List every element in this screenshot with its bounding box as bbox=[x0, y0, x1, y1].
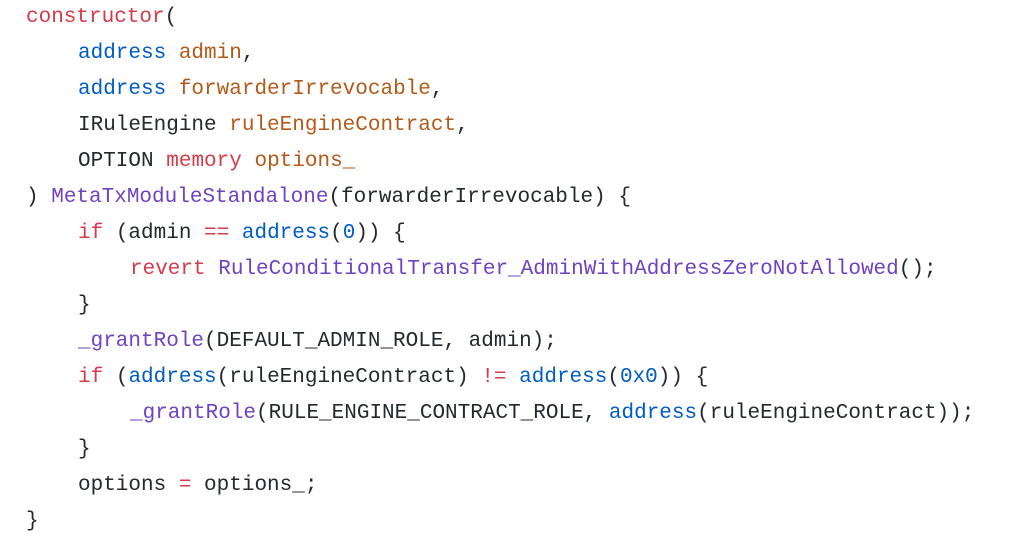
code-line: } bbox=[26, 504, 39, 540]
code-token-plain: options_; bbox=[191, 474, 318, 497]
code-token-param: admin bbox=[178, 42, 242, 65]
code-line: revert RuleConditionalTransfer_AdminWith… bbox=[130, 252, 937, 288]
code-token-plain bbox=[166, 42, 179, 65]
code-token-number: 0 bbox=[342, 222, 356, 245]
code-line: ) MetaTxModuleStandalone(forwarderIrrevo… bbox=[26, 180, 631, 216]
code-token-plain: , bbox=[456, 114, 469, 137]
code-token-type: address bbox=[519, 366, 608, 389]
code-token-plain bbox=[166, 78, 179, 101]
code-token-plain: (RULE_ENGINE_CONTRACT_ROLE, bbox=[256, 402, 609, 425]
code-line: _grantRole(DEFAULT_ADMIN_ROLE, admin); bbox=[78, 324, 557, 360]
code-token-operator: != bbox=[481, 366, 507, 389]
code-line: address admin, bbox=[78, 36, 254, 72]
code-token-plain bbox=[242, 150, 255, 173]
code-token-plain bbox=[229, 222, 242, 245]
code-token-plain: ( bbox=[164, 6, 178, 29]
code-token-plain: ) bbox=[26, 186, 52, 209]
code-token-keyword: memory bbox=[166, 150, 242, 173]
code-line: options = options_; bbox=[78, 468, 317, 504]
code-token-plain: (DEFAULT_ADMIN_ROLE, admin); bbox=[204, 330, 557, 353]
code-line: IRuleEngine ruleEngineContract, bbox=[78, 108, 469, 144]
code-token-keyword: constructor bbox=[26, 6, 165, 29]
code-token-plain: } bbox=[26, 510, 39, 533]
code-token-number: 0x0 bbox=[619, 366, 658, 389]
code-line: if (admin == address(0)) { bbox=[78, 216, 406, 252]
code-token-type: address bbox=[78, 42, 167, 65]
code-line: if (address(ruleEngineContract) != addre… bbox=[78, 360, 708, 396]
code-token-func: _grantRole bbox=[78, 330, 205, 353]
code-token-plain: } bbox=[78, 294, 91, 317]
code-token-plain: )) { bbox=[657, 366, 709, 389]
code-line: } bbox=[78, 288, 91, 324]
code-line: OPTION memory options_ bbox=[78, 144, 355, 180]
code-token-keyword: revert bbox=[130, 258, 206, 281]
code-token-type: address bbox=[241, 222, 331, 245]
code-token-plain: OPTION bbox=[78, 150, 154, 173]
code-token-plain bbox=[154, 150, 167, 173]
code-token-plain: IRuleEngine bbox=[78, 114, 217, 137]
code-token-operator: == bbox=[204, 222, 230, 245]
code-token-plain: ( bbox=[330, 222, 343, 245]
code-token-operator: = bbox=[178, 474, 192, 497]
code-token-param: forwarderIrrevocable bbox=[178, 78, 431, 101]
code-token-plain: (ruleEngineContract)); bbox=[697, 402, 975, 425]
code-token-plain: (); bbox=[898, 258, 937, 281]
code-token-plain: (admin bbox=[103, 222, 205, 245]
code-token-func: _grantRole bbox=[130, 402, 257, 425]
code-token-plain: , bbox=[430, 78, 444, 101]
code-token-plain: (forwarderIrrevocable) { bbox=[328, 186, 631, 209]
code-token-plain: (ruleEngineContract) bbox=[216, 366, 482, 389]
code-line: constructor( bbox=[26, 0, 177, 36]
code-token-plain bbox=[206, 258, 219, 281]
code-line: } bbox=[78, 432, 91, 468]
code-token-plain bbox=[217, 114, 230, 137]
code-token-func: MetaTxModuleStandalone bbox=[51, 186, 329, 209]
code-token-plain: options bbox=[78, 474, 179, 497]
code-token-plain bbox=[507, 366, 520, 389]
code-line: _grantRole(RULE_ENGINE_CONTRACT_ROLE, ad… bbox=[130, 396, 974, 432]
code-token-plain: ( bbox=[103, 366, 129, 389]
code-token-type: address bbox=[78, 78, 167, 101]
code-token-plain: ( bbox=[607, 366, 620, 389]
code-token-plain: , bbox=[241, 42, 255, 65]
code-token-keyword: if bbox=[78, 366, 104, 389]
code-token-keyword: if bbox=[78, 222, 104, 245]
code-token-plain: } bbox=[78, 438, 91, 461]
code-token-plain: )) { bbox=[355, 222, 406, 245]
code-line: address forwarderIrrevocable, bbox=[78, 72, 443, 108]
code-token-param: options_ bbox=[254, 150, 356, 173]
code-token-param: ruleEngineContract bbox=[229, 114, 457, 137]
code-token-type: address bbox=[608, 402, 698, 425]
code-token-type: address bbox=[128, 366, 217, 389]
code-token-func: RuleConditionalTransfer_AdminWithAddress… bbox=[218, 258, 899, 281]
